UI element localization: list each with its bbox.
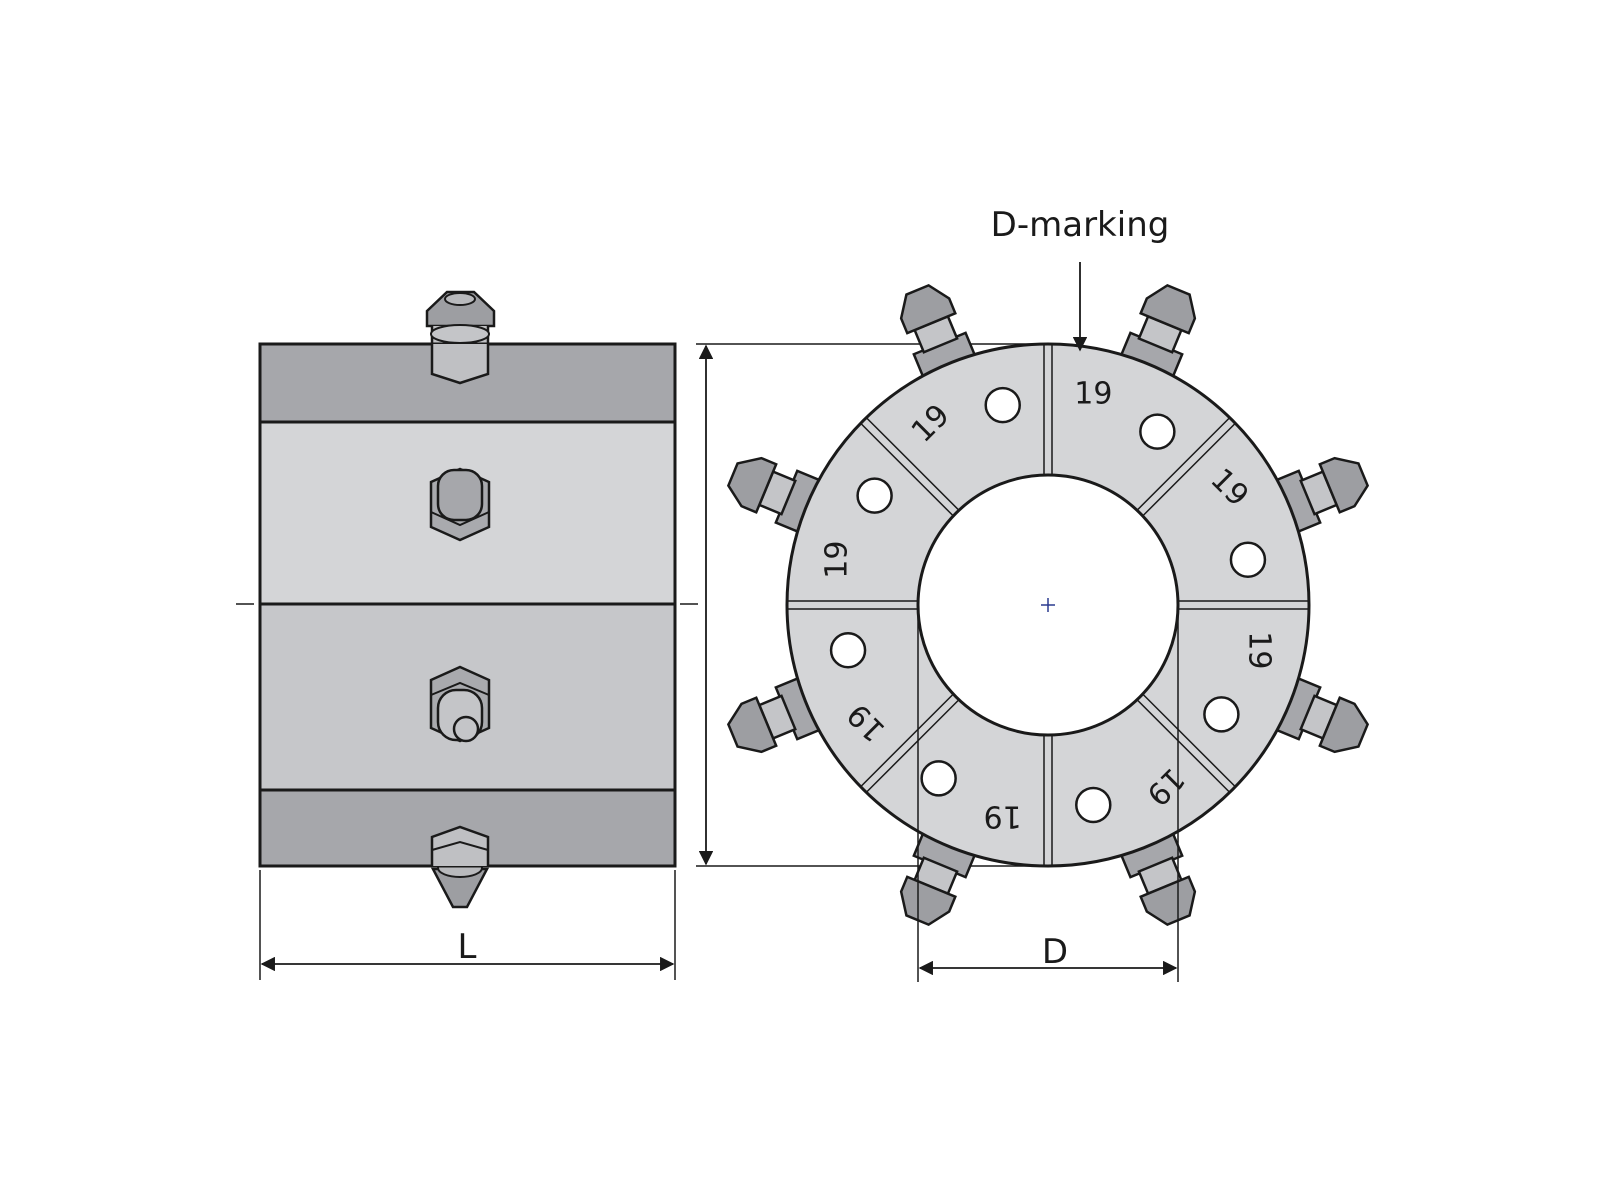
- segment-hole: [829, 632, 867, 669]
- dimension-length: L: [259, 870, 676, 980]
- front-insert: [726, 456, 827, 536]
- segment-number: 19: [1242, 631, 1277, 669]
- segment-number: 19: [819, 541, 854, 579]
- segment-divider: [865, 699, 960, 793]
- side-insert-bottom-hex: [430, 825, 490, 866]
- segment-hole: [1075, 786, 1112, 824]
- segment-hole: [1139, 413, 1176, 450]
- segment-hole: [920, 760, 957, 797]
- front-insert: [1117, 826, 1197, 927]
- front-inserts: [726, 283, 1370, 927]
- front-segment-dividers: [787, 344, 1309, 866]
- front-insert: [726, 674, 827, 754]
- d-marking-callout: D-marking: [991, 205, 1170, 352]
- segment-divider: [860, 422, 954, 517]
- diameter-label: D: [1042, 932, 1068, 972]
- segment-divider: [860, 693, 954, 788]
- segment-divider: [1136, 417, 1231, 511]
- front-insert: [899, 826, 979, 927]
- front-insert: [1269, 674, 1370, 754]
- front-insert: [1269, 456, 1370, 536]
- segment-hole: [1203, 696, 1240, 733]
- segment-number: 19: [984, 799, 1022, 834]
- side-view: [236, 290, 698, 909]
- segment-divider: [1142, 422, 1236, 517]
- side-insert-mid-upper: [429, 467, 491, 542]
- segment-hole: [1229, 541, 1267, 578]
- segment-divider: [1136, 699, 1231, 793]
- segment-divider: [865, 417, 960, 511]
- segment-hole: [856, 477, 893, 514]
- front-insert: [1117, 283, 1197, 384]
- side-insert-top-hex: [430, 344, 490, 385]
- dimension-diameter: D: [917, 612, 1179, 982]
- d-marking-label: D-marking: [991, 205, 1170, 245]
- length-label: L: [458, 927, 477, 967]
- center-mark: [1041, 598, 1055, 612]
- dimension-height: [696, 343, 1052, 867]
- front-insert: [899, 283, 979, 384]
- side-insert-mid-lower: [429, 665, 491, 743]
- segment-number: 19: [1074, 376, 1112, 411]
- segment-hole: [984, 386, 1021, 424]
- side-band-upper-light: [258, 420, 677, 606]
- segment-divider: [1142, 693, 1236, 788]
